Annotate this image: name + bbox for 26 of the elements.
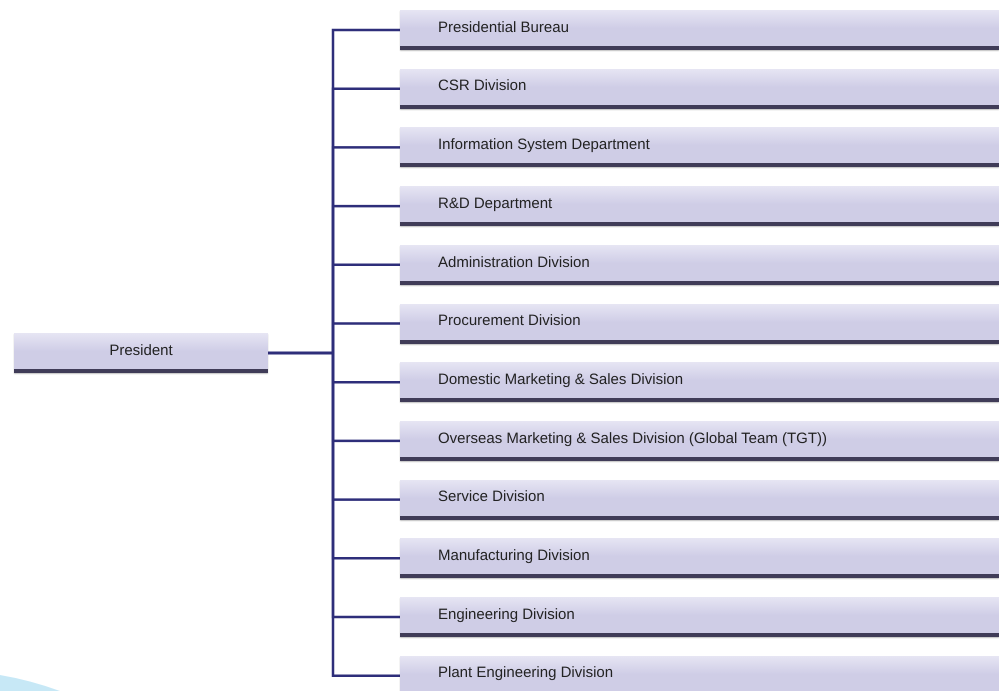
box-label: Plant Engineering Division: [438, 663, 614, 684]
org-box: [400, 538, 999, 578]
box-label: Service Division: [438, 487, 545, 508]
box-label: Manufacturing Division: [438, 546, 590, 566]
org-box: [400, 597, 999, 637]
box-label: CSR Division: [438, 76, 526, 96]
org-box: [400, 244, 999, 285]
org-box: [400, 186, 999, 226]
box-label: Procurement Division: [438, 311, 581, 332]
box-label: Overseas Marketing & Sales Division (Global Team (TGT)): [438, 428, 828, 449]
org-box: [14, 333, 268, 373]
box-label: Engineering Division: [438, 604, 575, 625]
org-box: [400, 656, 999, 691]
org-box: [400, 480, 999, 520]
box-label: Information System Department: [438, 135, 650, 156]
box-label: President: [109, 340, 173, 361]
org-box: [400, 68, 999, 109]
org-box: [400, 420, 999, 461]
org-box: [400, 127, 999, 168]
box-label: Domestic Marketing & Sales Division: [438, 370, 684, 390]
org-box: [400, 304, 999, 344]
org-box: [400, 10, 999, 50]
box-label: Administration Division: [438, 252, 590, 273]
box-label: Presidential Bureau: [438, 18, 569, 38]
box-label: R&D Department: [438, 194, 552, 214]
org-box: [400, 362, 999, 402]
